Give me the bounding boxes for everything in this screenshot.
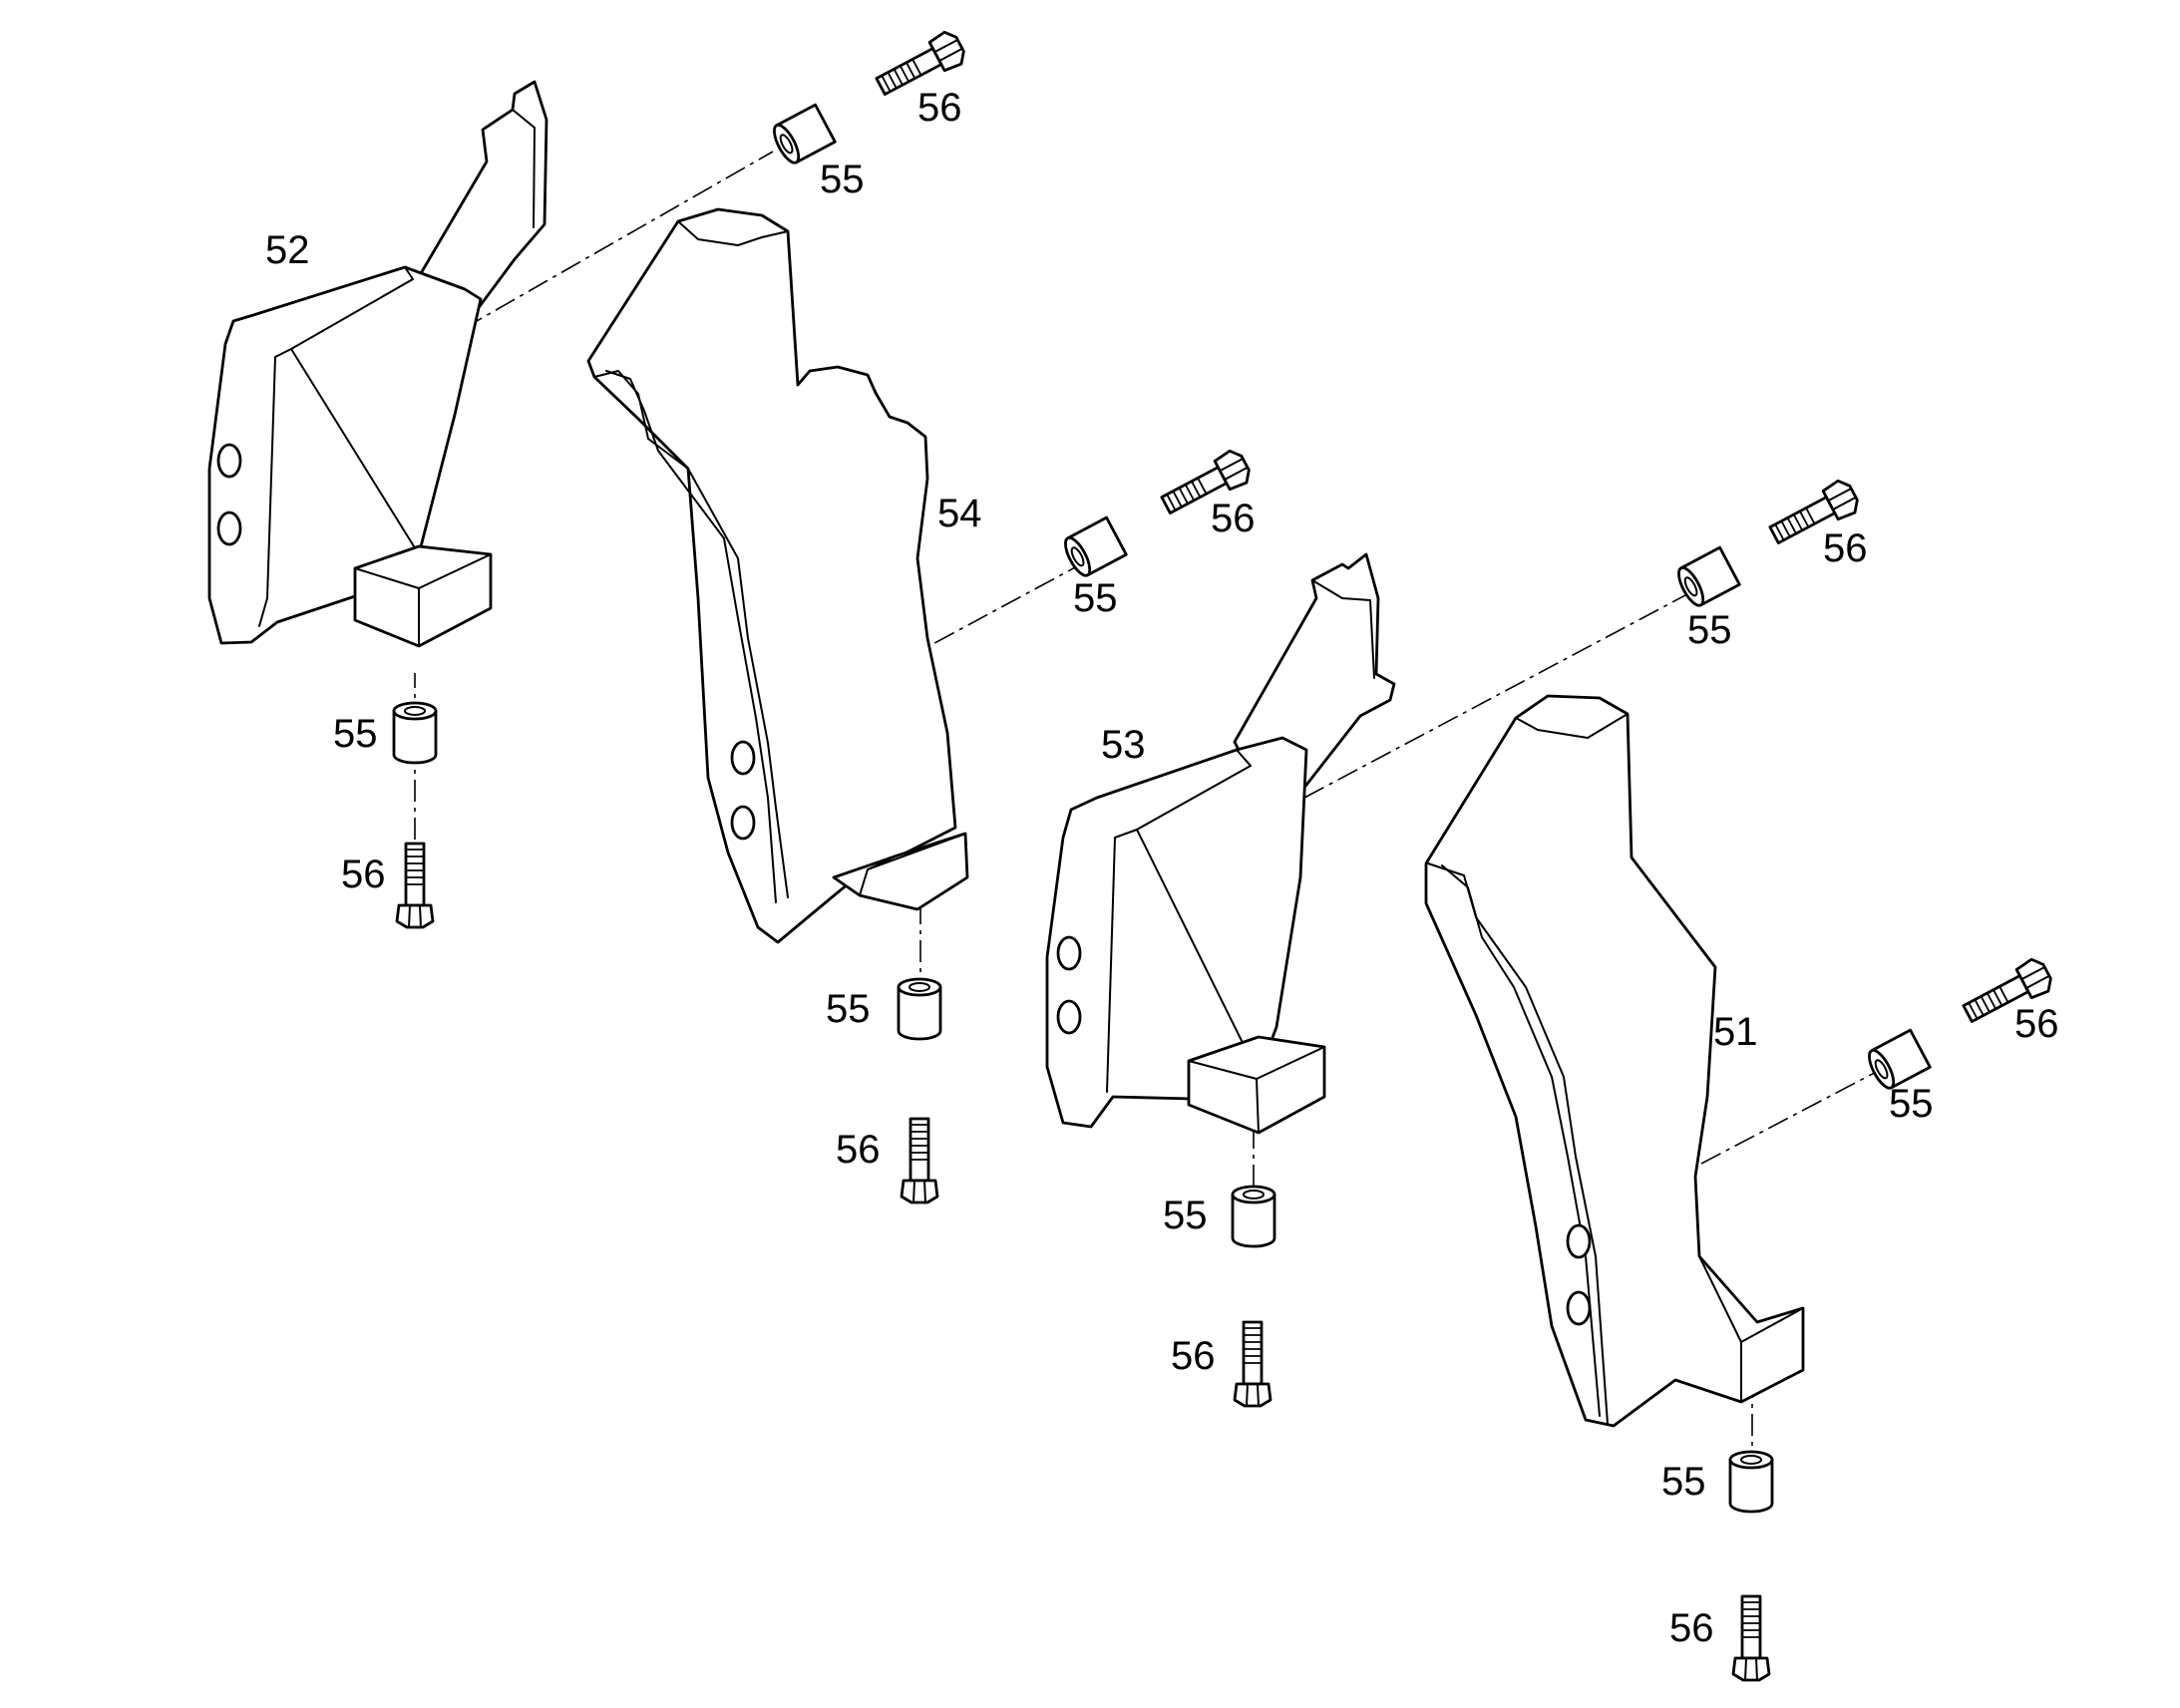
label-56-b: 56 xyxy=(341,853,386,896)
bolt-56-f xyxy=(1233,1320,1272,1408)
bolt-56-b xyxy=(395,842,435,929)
spacer-55-e xyxy=(1672,545,1741,611)
spacer-55-f xyxy=(1231,1185,1276,1248)
label-55-b: 55 xyxy=(333,712,378,756)
label-56-a: 56 xyxy=(917,86,962,130)
label-55-f: 55 xyxy=(1163,1194,1208,1237)
label-55-h: 55 xyxy=(1661,1460,1706,1504)
label-53: 53 xyxy=(1101,723,1146,767)
label-56-g: 56 xyxy=(2014,1002,2059,1046)
label-55-g: 55 xyxy=(1889,1082,1934,1126)
label-55-d: 55 xyxy=(826,987,871,1031)
bolt-56-d xyxy=(900,1117,939,1204)
bracket-52 xyxy=(207,80,548,648)
spacer-55-b xyxy=(392,701,438,765)
label-55-c: 55 xyxy=(1073,576,1118,620)
spacer-55-h xyxy=(1728,1450,1774,1514)
label-56-h: 56 xyxy=(1669,1606,1714,1650)
bracket-53 xyxy=(1045,552,1396,1135)
label-56-c: 56 xyxy=(1211,497,1256,540)
callout-labels: 52 54 53 51 56 55 55 56 56 55 55 56 56 5… xyxy=(265,86,2059,1650)
label-51: 51 xyxy=(1713,1010,1758,1054)
label-55-a: 55 xyxy=(820,158,865,201)
label-54: 54 xyxy=(937,492,982,535)
label-56-f: 56 xyxy=(1171,1334,1216,1378)
bolt-56-h xyxy=(1731,1594,1771,1682)
label-55-e: 55 xyxy=(1687,608,1732,652)
label-56-d: 56 xyxy=(836,1128,881,1172)
label-52: 52 xyxy=(265,228,310,272)
cover-54 xyxy=(586,207,969,944)
label-56-e: 56 xyxy=(1823,526,1868,570)
cover-51 xyxy=(1424,694,1805,1428)
spacer-55-d xyxy=(897,977,942,1041)
